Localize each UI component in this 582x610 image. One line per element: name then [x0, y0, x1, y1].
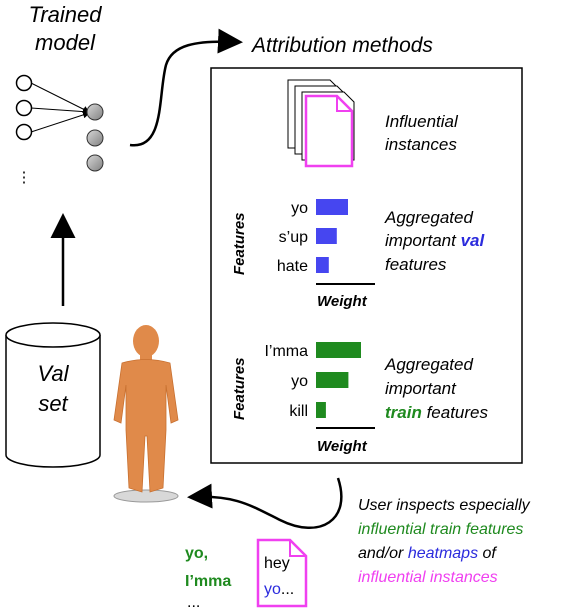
example-doc-line2: yo... [264, 581, 294, 598]
influential-label-line1: Influential [385, 112, 459, 131]
output-node [86, 154, 104, 172]
train-features-chart: Features I’mma yo kill Weight [231, 342, 375, 455]
model-ellipsis: ⋮ [17, 169, 32, 186]
example-ellipsis: ... [187, 594, 200, 610]
user-note-line3: and/or heatmaps of [358, 545, 497, 562]
val-feature-bar [316, 228, 337, 244]
val-feature-label: yo [291, 200, 308, 217]
output-node [86, 129, 104, 147]
val-features-axis-label: Features [231, 212, 248, 275]
model-title-line1: Trained [29, 2, 103, 27]
example-train-word: yo, [185, 545, 208, 562]
influential-document-icon [304, 94, 354, 168]
attribution-to-user-arrow [187, 477, 343, 530]
train-highlight: train [385, 403, 422, 422]
train-feature-label: yo [291, 373, 308, 390]
input-node [15, 123, 33, 141]
val-desc-line3: features [385, 255, 447, 274]
user-figure-icon [113, 325, 179, 503]
user-note-line2: influential train features [358, 521, 523, 538]
influential-label-line2: instances [385, 135, 457, 154]
example-document-icon [256, 538, 308, 608]
val-desc-line2: important val [385, 231, 486, 250]
user-note-line4: influential instances [358, 569, 498, 586]
train-features-axis-label: Features [231, 357, 248, 420]
val-features-chart: Features yo s’up hate Weight [231, 199, 375, 310]
output-node [86, 103, 104, 121]
val-highlight: val [461, 231, 486, 250]
val-set-label-line1: Val [38, 361, 70, 386]
input-node [15, 99, 33, 117]
train-feature-label: kill [289, 403, 308, 420]
val-set-label-line2: set [38, 391, 68, 416]
train-feature-bar [316, 402, 326, 418]
train-desc-line2: important [385, 379, 457, 398]
model-to-attribution-arrow [129, 28, 243, 147]
example-train-word: I’mma [185, 573, 231, 590]
train-weight-label: Weight [317, 438, 368, 455]
val-feature-bar [316, 199, 348, 215]
val-feature-bar [316, 257, 329, 273]
input-node [15, 74, 33, 92]
attribution-title: Attribution methods [250, 34, 433, 57]
val-set-database-icon [5, 322, 101, 468]
train-feature-label: I’mma [264, 343, 308, 360]
train-feature-bar [316, 342, 361, 358]
train-desc-line3: train features [385, 403, 488, 422]
user-note-line1: User inspects especially [358, 497, 531, 514]
document-stack-icon [287, 79, 355, 168]
attribution-panel [210, 67, 523, 464]
val-feature-label: hate [277, 258, 308, 275]
train-desc-line1: Aggregated [384, 355, 473, 374]
val-feature-label: s’up [279, 229, 308, 246]
heatmaps-highlight: heatmaps [408, 545, 478, 562]
model-title-line2: model [35, 30, 96, 55]
example-doc-word: hey [264, 555, 290, 572]
val-desc-line1: Aggregated [384, 208, 473, 227]
val-weight-label: Weight [317, 293, 368, 310]
neural-network-icon: ⋮ [15, 74, 104, 186]
train-feature-bar [316, 372, 349, 388]
